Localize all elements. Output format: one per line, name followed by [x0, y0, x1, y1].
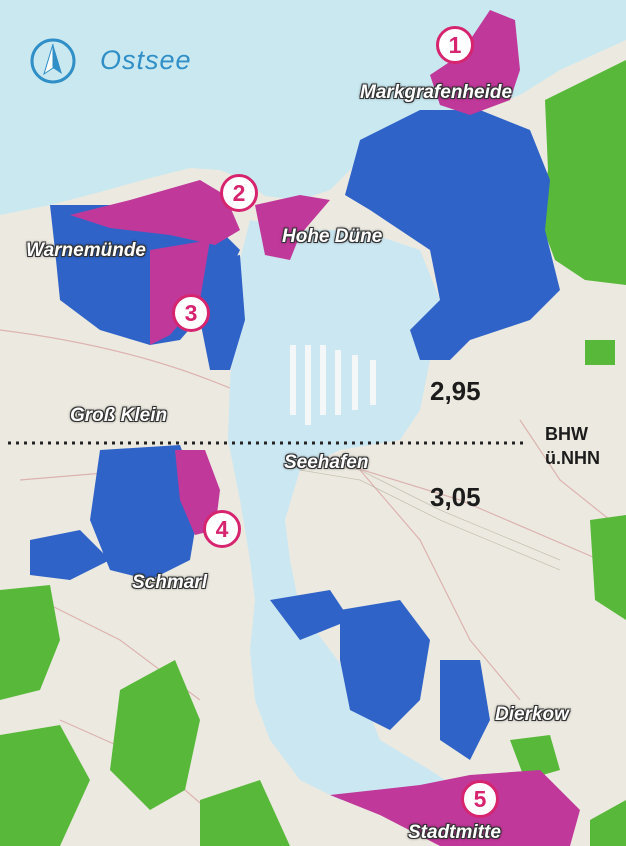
water-level-south: 3,05: [430, 482, 481, 512]
hotspot-1: [430, 10, 520, 115]
place-label-dierkow: Dierkow: [495, 704, 569, 725]
hotspot-2b: [255, 195, 330, 260]
harbour-piers: [290, 345, 376, 425]
bhw-reference-line2: ü.NHN: [545, 448, 600, 468]
hotspot-2: [70, 180, 240, 245]
bhw-reference-line1: BHW: [545, 424, 588, 444]
place-label-hohe-duene: Hohe Düne: [282, 226, 383, 247]
hotspot-marker-1: 1: [436, 26, 474, 64]
place-label-seehafen: Seehafen: [284, 452, 369, 473]
sea-label: Ostsee: [100, 45, 192, 75]
place-label-stadtmitte: Stadtmitte: [408, 822, 501, 843]
bhw-reference-label: BHW ü.NHN: [545, 422, 600, 470]
hotspot-3: [150, 240, 210, 345]
north-arrow-icon: [30, 38, 76, 84]
place-label-gross-klein: Groß Klein: [70, 405, 168, 426]
place-label-markgrafenheide: Markgrafenheide: [360, 82, 513, 103]
forest-areas: [0, 60, 626, 846]
place-label-schmarl: Schmarl: [132, 572, 207, 593]
place-label-warnemuende: Warnemünde: [26, 240, 147, 261]
hotspot-marker-3: 3: [172, 294, 210, 332]
hotspot-5: [330, 770, 580, 846]
hotspot-zones: [70, 10, 580, 846]
warnow-river: [228, 220, 460, 805]
rail-lines: [299, 459, 561, 571]
hotspot-marker-4: 4: [203, 510, 241, 548]
hotspot-marker-2: 2: [220, 174, 258, 212]
hotspot-marker-5: 5: [461, 780, 499, 818]
water-level-north: 2,95: [430, 376, 481, 406]
